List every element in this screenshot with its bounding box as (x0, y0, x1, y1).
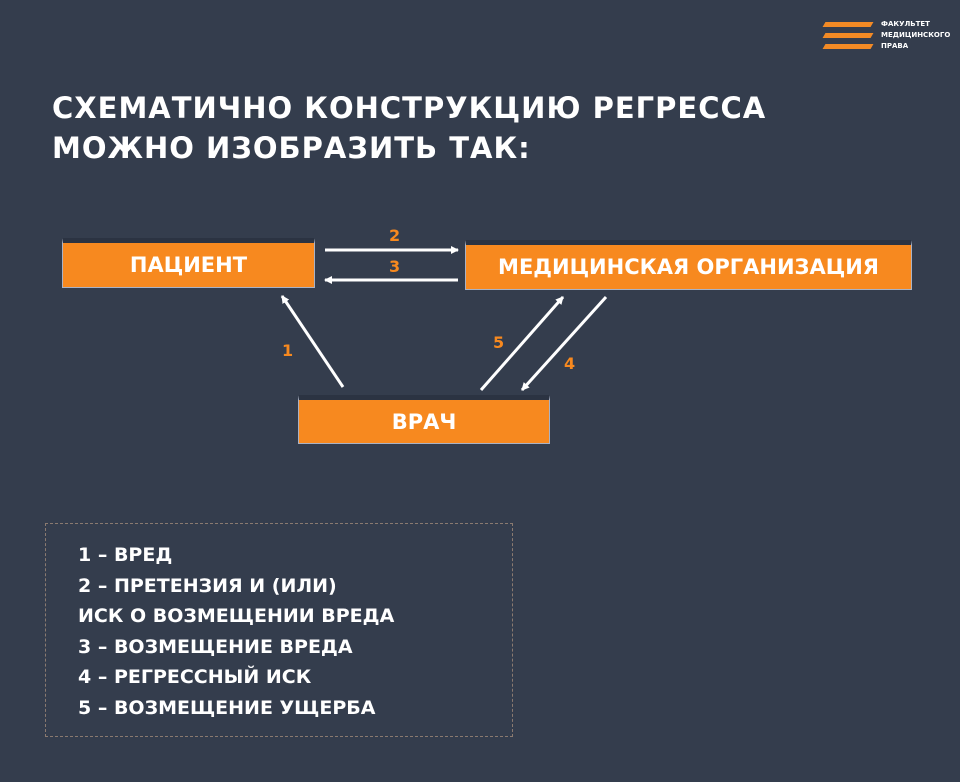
page-title: СХЕМАТИЧНО КОНСТРУКЦИЮ РЕГРЕССА МОЖНО ИЗ… (52, 88, 766, 168)
node-patient: ПАЦИЕНТ (62, 238, 315, 288)
logo-line: ПРАВА (881, 42, 909, 50)
logo-line: ФАКУЛЬТЕТ (881, 20, 930, 28)
logo-line: МЕДИЦИНСКОГО (881, 31, 951, 39)
legend-item: 2 – ПРЕТЕНЗИЯ И (ИЛИ) (78, 574, 337, 597)
node-doctor: ВРАЧ (298, 395, 550, 444)
legend-item: 3 – ВОЗМЕЩЕНИЕ ВРЕДА (78, 635, 353, 658)
legend-item: ИСК О ВОЗМЕЩЕНИИ ВРЕДА (78, 605, 395, 627)
arrow-label-1: 1 (282, 341, 294, 360)
arrow-label-4: 4 (564, 354, 576, 373)
arrow-label-3: 3 (389, 257, 401, 276)
legend-item: 5 – ВОЗМЕЩЕНИЕ УЩЕРБА (78, 696, 376, 719)
arrow-label-2: 2 (389, 226, 401, 245)
legend-item: 4 – РЕГРЕССНЫЙ ИСК (78, 666, 312, 688)
logo-text: ФАКУЛЬТЕТ МЕДИЦИНСКОГО ПРАВА (881, 19, 950, 52)
legend-item: 1 – ВРЕД (78, 544, 173, 566)
faculty-logo: ФАКУЛЬТЕТ МЕДИЦИНСКОГО ПРАВА (822, 19, 954, 54)
arrow-4 (520, 295, 608, 392)
arrow-5 (479, 296, 565, 391)
arrow-1 (280, 295, 345, 388)
legend-box: 1 – ВРЕД 2 – ПРЕТЕНЗИЯ И (ИЛИ) ИСК О ВОЗ… (45, 523, 513, 737)
node-medical-organization: МЕДИЦИНСКАЯ ОРГАНИЗАЦИЯ (465, 240, 912, 290)
arrow-label-5: 5 (493, 333, 505, 352)
title-line: МОЖНО ИЗОБРАЗИТЬ ТАК: (52, 131, 531, 165)
title-line: СХЕМАТИЧНО КОНСТРУКЦИЮ РЕГРЕССА (52, 91, 767, 125)
